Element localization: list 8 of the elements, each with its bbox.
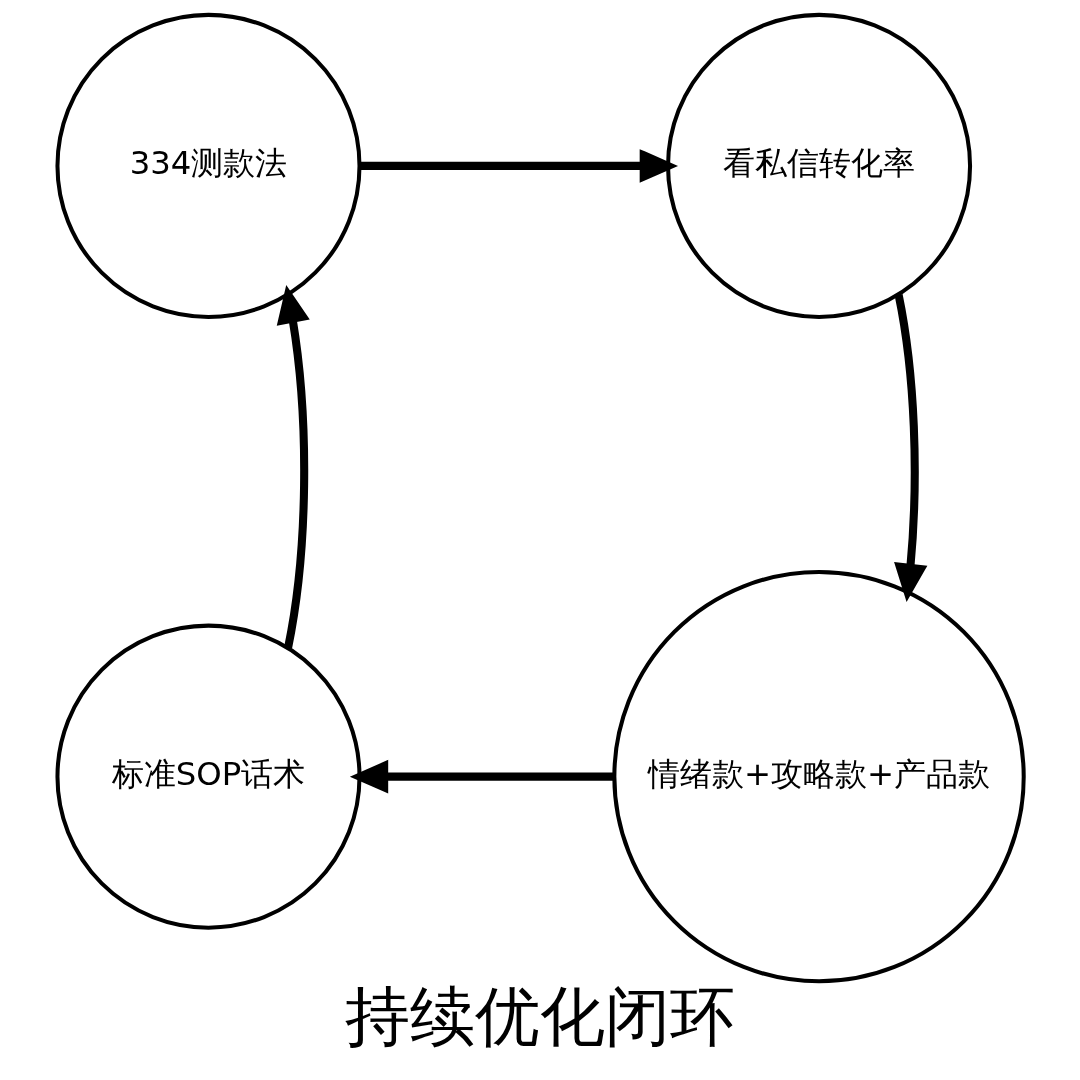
arrow xyxy=(349,759,614,794)
node-circle: 看私信转化率 xyxy=(665,12,972,319)
node-circle: 情绪款+攻略款+产品款 xyxy=(611,569,1026,984)
node-circle: 334测款法 xyxy=(54,12,362,319)
arrow xyxy=(276,284,310,649)
arrow xyxy=(359,149,678,183)
arrow xyxy=(893,294,927,602)
node-circle: 标准SOP话术 xyxy=(54,623,362,930)
